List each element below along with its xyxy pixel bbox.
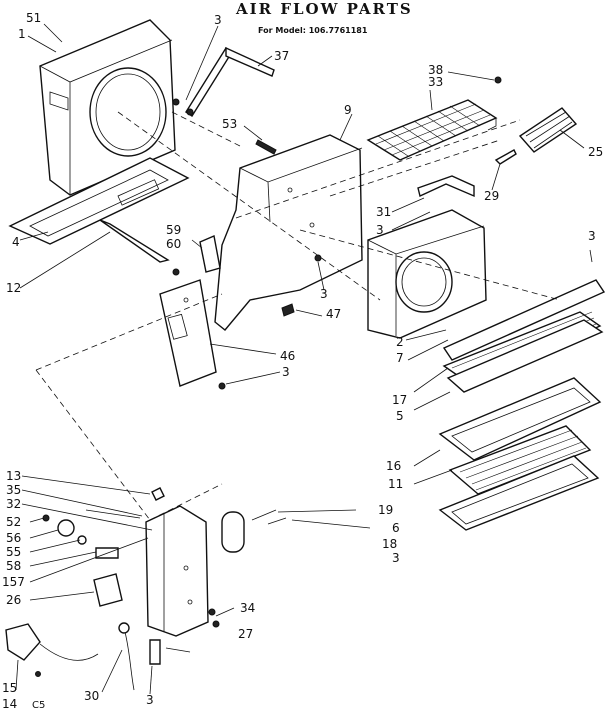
- part-control-box: [145, 505, 220, 637]
- callout-2: 2: [396, 335, 404, 349]
- callout-27: 27: [238, 627, 253, 641]
- callout-46: 46: [280, 349, 295, 363]
- callout-5: 5: [396, 409, 404, 423]
- model-number: For Model: 106.7761181: [258, 26, 368, 35]
- callout-3-bottom: 3: [146, 693, 154, 707]
- callout-14: 14: [2, 697, 17, 710]
- callout-3-mid: 3: [376, 223, 384, 237]
- callout-1: 1: [18, 27, 26, 41]
- part-clip-29: [494, 149, 517, 165]
- part-fan-shroud: [367, 209, 487, 339]
- part-drip-pan: [438, 377, 602, 461]
- callout-7: 7: [396, 351, 404, 365]
- part-bracket-31: [417, 175, 475, 198]
- part-partition-panel: [214, 134, 363, 331]
- diagram-title: AIR FLOW PARTS: [235, 0, 413, 18]
- callout-26: 26: [6, 593, 21, 607]
- callout-11: 11: [388, 477, 403, 491]
- part-thermostat-bulb: [5, 623, 99, 677]
- callout-56: 56: [6, 531, 21, 545]
- part-screw-3a: [314, 254, 322, 262]
- part-control-board: [159, 279, 226, 390]
- callout-25: 25: [588, 145, 603, 159]
- part-clip-13: [151, 487, 165, 501]
- part-thermostat-26: [93, 573, 123, 607]
- part-connector-3: [149, 639, 161, 665]
- callout-16: 16: [386, 459, 401, 473]
- callout-47: 47: [326, 307, 341, 321]
- part-capacitor: [221, 509, 287, 553]
- callout-58: 58: [6, 559, 21, 573]
- callout-3-board: 3: [282, 365, 290, 379]
- callout-60: 60: [166, 237, 181, 251]
- callout-labels: 51 1 3 37 38 33 9 53 25 29 31 3 3 59 60 …: [2, 11, 603, 710]
- part-grille: [366, 76, 502, 161]
- part-wire-35: [85, 509, 141, 519]
- callout-30: 30: [84, 689, 99, 703]
- callout-6: 6: [392, 521, 400, 535]
- footer-code: C5: [32, 700, 45, 710]
- callout-32: 32: [6, 497, 21, 511]
- callout-3-top: 3: [214, 13, 222, 27]
- callout-17: 17: [392, 393, 407, 407]
- callout-9: 9: [344, 103, 352, 117]
- part-screw-53: [255, 139, 277, 155]
- part-support-rod: [172, 46, 275, 117]
- callout-31: 31: [376, 205, 391, 219]
- part-cord-30: [123, 627, 135, 691]
- part-filter: [438, 425, 600, 531]
- callout-4: 4: [12, 235, 20, 249]
- part-bracket-59: [199, 235, 221, 273]
- callout-34: 34: [240, 601, 255, 615]
- callout-55: 55: [6, 545, 21, 559]
- part-grommet-30: [118, 622, 130, 634]
- callout-15: 15: [2, 681, 17, 695]
- callout-29: 29: [484, 189, 499, 203]
- callout-157: 157: [2, 575, 25, 589]
- callout-59: 59: [166, 223, 181, 237]
- callout-33: 33: [428, 75, 443, 89]
- callout-3-right: 3: [588, 229, 596, 243]
- callout-13: 13: [6, 469, 21, 483]
- callout-51: 51: [26, 11, 41, 25]
- part-nut-47: [281, 303, 295, 317]
- assembly-lines: [35, 111, 561, 521]
- part-filter-pads: [442, 279, 606, 393]
- part-screw-60: [172, 268, 180, 276]
- callout-18: 18: [382, 537, 397, 551]
- callout-3-cap: 3: [392, 551, 400, 565]
- leader-lines: [15, 23, 593, 695]
- callout-37: 37: [274, 49, 289, 63]
- callout-3-lower: 3: [320, 287, 328, 301]
- callout-53: 53: [222, 117, 237, 131]
- callout-38: 38: [428, 63, 443, 77]
- callout-19: 19: [378, 503, 393, 517]
- part-blower-housing: [39, 19, 176, 196]
- part-knob-56: [57, 519, 75, 537]
- callout-35: 35: [6, 483, 21, 497]
- part-louver-strip: [518, 107, 578, 153]
- part-base-tray: [8, 157, 190, 263]
- part-bushing-55: [77, 535, 87, 545]
- callout-12: 12: [6, 281, 21, 295]
- callout-52: 52: [6, 515, 21, 529]
